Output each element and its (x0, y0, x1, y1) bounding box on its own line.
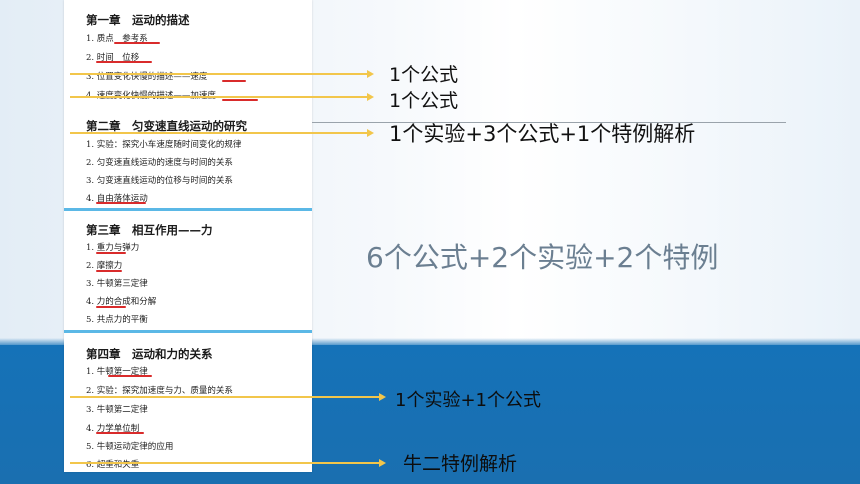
red-underline (96, 202, 146, 204)
red-underline (96, 306, 126, 308)
annotation-chapter2: 1个实验+3个公式+1个特例解析 (389, 122, 696, 146)
list-item: 1. 重力与弹力 (86, 243, 140, 253)
summary-text: 6个公式+2个实验+2个特例 (366, 241, 719, 274)
yellow-arrow (70, 70, 374, 77)
red-underline (96, 270, 122, 272)
list-item: 4. 力的合成和分解 (86, 297, 157, 307)
red-underline (96, 61, 152, 63)
textbook-contents-page: 第一章 运动的描述 1. 质点 参考系 2. 时间 位移 3. 位置变化快慢的描… (64, 0, 312, 472)
chapter-title: 第二章 匀变速直线运动的研究 (86, 119, 247, 133)
yellow-arrow (70, 93, 374, 100)
list-item: 2. 匀变速直线运动的速度与时间的关系 (86, 158, 233, 168)
list-item: 2. 摩擦力 (86, 261, 123, 271)
red-underline (114, 42, 160, 44)
list-item: 2. 时间 位移 (86, 53, 140, 63)
list-item: 3. 牛顿第二定律 (86, 405, 148, 415)
chapter-divider (64, 330, 312, 333)
list-item: 3. 牛顿第三定律 (86, 279, 148, 289)
chapter-title: 第一章 运动的描述 (86, 13, 190, 27)
annotation-acceleration: 1个公式 (389, 90, 459, 112)
chapter-divider (64, 208, 312, 211)
annotation-chapter4-experiment: 1个实验+1个公式 (395, 390, 541, 411)
list-item: 4. 力学单位制 (86, 424, 140, 434)
chapter-title: 第四章 运动和力的关系 (86, 347, 213, 361)
list-item: 1. 实验：探究小车速度随时间变化的规律 (86, 140, 242, 150)
list-item: 4. 自由落体运动 (86, 194, 148, 204)
red-underline (222, 80, 246, 82)
list-item: 6. 超重和失重 (86, 460, 140, 470)
list-item: 3. 位置变化快慢的描述——速度 (86, 72, 208, 82)
list-item: 1. 牛顿第一定律 (86, 367, 148, 377)
red-underline (108, 375, 152, 377)
list-item: 3. 匀变速直线运动的位移与时间的关系 (86, 176, 233, 186)
gray-guide-line (312, 122, 786, 123)
list-item: 5. 牛顿运动定律的应用 (86, 442, 174, 452)
red-underline (96, 252, 126, 254)
background-band-fade (0, 338, 860, 348)
chapter-title: 第三章 相互作用——力 (86, 223, 213, 237)
annotation-chapter4-special: 牛二特例解析 (403, 453, 518, 475)
list-item: 5. 共点力的平衡 (86, 315, 148, 325)
yellow-arrow (70, 129, 374, 136)
red-underline (96, 432, 144, 434)
list-item: 4. 速度变化快慢的描述——加速度 (86, 89, 216, 101)
list-item: 2. 实验：探究加速度与力、质量的关系 (86, 386, 233, 396)
list-item: 1. 质点 参考系 (86, 34, 148, 44)
annotation-speed: 1个公式 (389, 64, 459, 86)
yellow-arrow (70, 393, 386, 400)
red-underline (222, 99, 258, 101)
yellow-arrow (70, 459, 386, 466)
